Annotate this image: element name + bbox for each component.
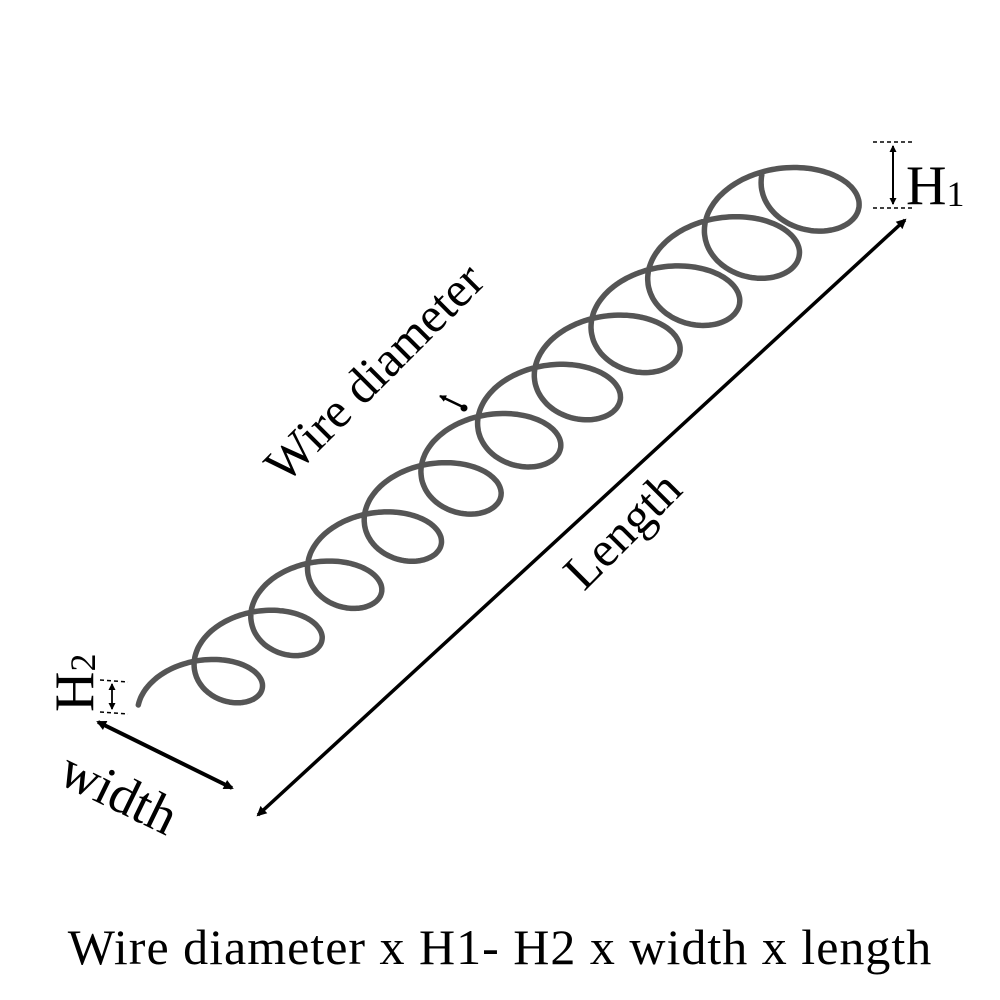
h2-label: H2 bbox=[44, 654, 106, 712]
width-arrow bbox=[96, 720, 234, 790]
h1-label: H1 bbox=[906, 155, 964, 217]
length-arrow bbox=[256, 218, 907, 817]
dimension-formula-caption: Wire diameter x H1- H2 x width x length bbox=[67, 919, 933, 975]
wire-diameter-pointer bbox=[439, 394, 468, 412]
wire-diameter-label: Wire diameter bbox=[253, 251, 495, 493]
h1-dimension bbox=[873, 141, 912, 209]
h2-dimension bbox=[99, 679, 129, 715]
spring-wire bbox=[135, 164, 862, 708]
